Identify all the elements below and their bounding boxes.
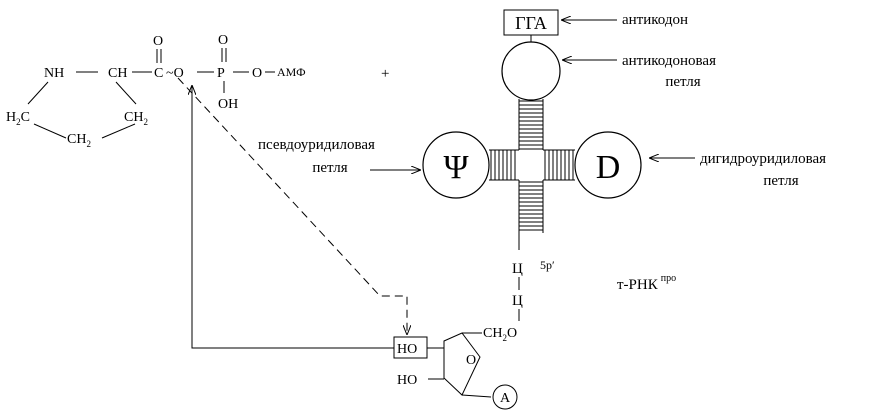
d-symbol: D (596, 149, 621, 186)
adenine-bond (461, 394, 492, 398)
phosphate-o-top-label: O (218, 33, 228, 48)
anticodon-box (503, 9, 559, 36)
ch-label: CH (108, 66, 127, 81)
ch2o-label: CH2O (483, 326, 517, 343)
ho-top-label: HO (397, 342, 417, 357)
terminal-adenosine: CH2O O HO HO A (393, 326, 518, 410)
dihydrouridine-label-2: петля (763, 173, 798, 189)
anticodon-loop-label-1: антикодоновая (622, 53, 716, 69)
ring-bond-bottom-right (101, 123, 136, 139)
pseudouridine-label-1: псевдоуридиловая (258, 137, 375, 153)
phosphate-oh-label: OH (218, 97, 238, 112)
amp-o-label: O (252, 66, 262, 81)
ring-o-label: O (466, 353, 476, 368)
macroergic-bond-o-label: ~O (166, 66, 184, 81)
anticodon-loop (501, 41, 561, 101)
plus-sign: + (381, 66, 389, 82)
anticodon-loop-label-2: петля (665, 74, 700, 90)
dihydrouridine-label-1: дигидроуридиловая (700, 151, 826, 167)
ho-bottom-label: HO (397, 373, 417, 388)
psi-symbol: Ψ (443, 149, 468, 186)
adenine-label: A (500, 391, 511, 406)
nh-label: NH (44, 66, 64, 81)
pseudouridine-loop (422, 131, 490, 199)
phosphorus-label: P (217, 66, 225, 81)
anticodon-label: антикодон (622, 12, 688, 28)
anticodon-stem (518, 99, 544, 150)
ring-bond-n-c (27, 81, 49, 105)
five-prime-label: 5р′ (540, 258, 555, 272)
pseudouridine-label-2: петля (312, 160, 347, 176)
transfer-path-line (191, 85, 394, 349)
dihydrouridine-stem (543, 149, 575, 181)
h2c-left-label: H2C (6, 110, 30, 127)
anticodon-text: ГГА (515, 13, 547, 33)
ch2-right-label: CH2 (124, 110, 148, 127)
cytosine-1: Ц (512, 261, 523, 277)
ring-bond-ch-ch2 (115, 81, 137, 105)
amp-label: АМФ (277, 65, 306, 79)
pseudouridine-stem (489, 149, 519, 181)
cytosine-2: Ц (512, 293, 523, 309)
dashed-attack-arrow (177, 77, 407, 334)
ch2-bottom-label: CH2 (67, 132, 91, 149)
prolyl-amp-molecule: NH CH C O ~O P O O АМФ OH H2C CH2 CH2 (6, 33, 306, 149)
adenine-circle (492, 384, 518, 410)
dihydrouridine-loop (574, 131, 642, 199)
ring-bond-bottom-left (33, 123, 67, 139)
ribose-ring (443, 332, 481, 396)
carbonyl-c-label: C (154, 66, 163, 81)
carbonyl-o-label: O (153, 34, 163, 49)
acceptor-stem (518, 180, 544, 233)
